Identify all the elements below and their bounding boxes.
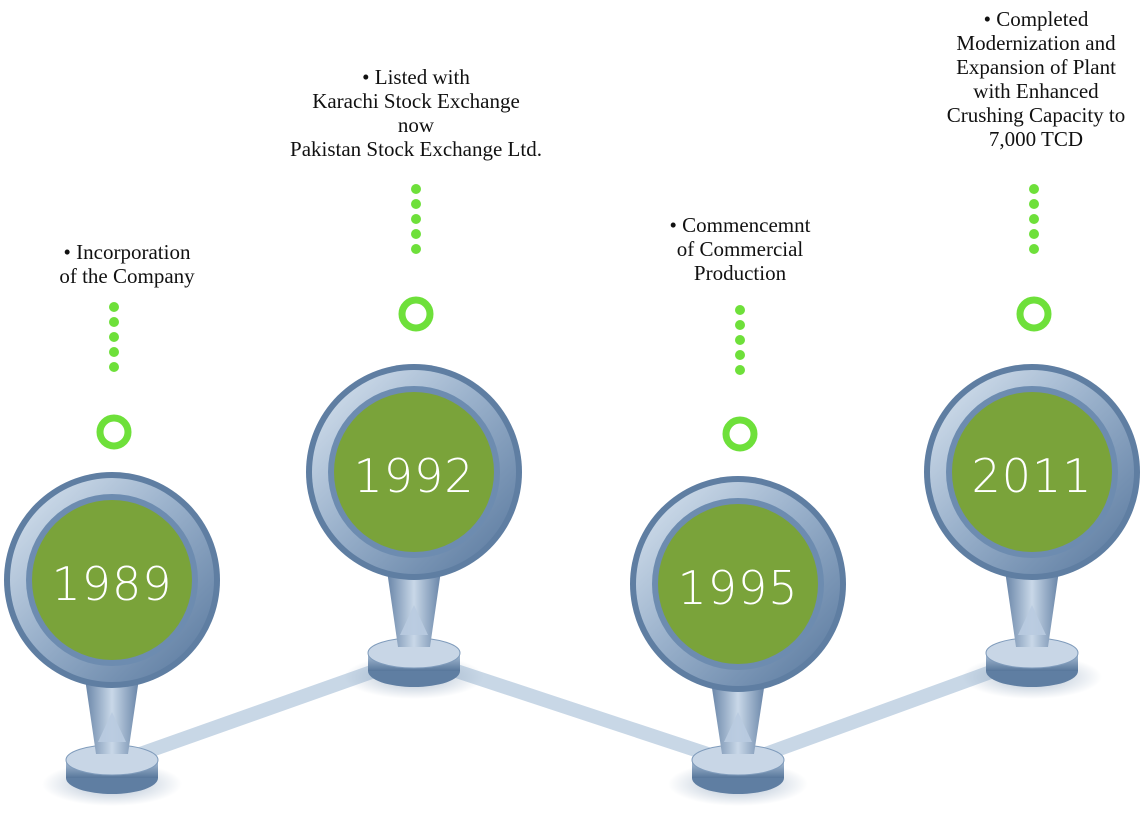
- year-label-1989: 1989: [51, 557, 173, 611]
- pin-stem-highlight: [98, 712, 126, 742]
- connector-dot: [109, 347, 119, 357]
- pin-stem-highlight: [1018, 605, 1046, 635]
- caption-line: Pakistan Stock Exchange Ltd.: [290, 137, 542, 161]
- caption-line: • Listed with: [362, 65, 470, 89]
- milestone-pin-2011: [924, 184, 1140, 699]
- connector-dot: [1029, 229, 1039, 239]
- caption-line: of Commercial: [676, 237, 804, 261]
- connector-dot: [411, 214, 421, 224]
- year-label-2011: 2011: [971, 449, 1093, 503]
- milestone-pin-1989: [4, 302, 220, 806]
- connector-dot: [1029, 184, 1039, 194]
- caption-line: 7,000 TCD: [988, 127, 1084, 151]
- year-disc: [658, 504, 818, 664]
- caption-line: Karachi Stock Exchange: [312, 89, 520, 113]
- connector-dot: [109, 362, 119, 372]
- connector-dot: [411, 244, 421, 254]
- connector-dot: [735, 350, 745, 360]
- pin-stem-highlight: [400, 605, 428, 635]
- year-disc: [952, 392, 1112, 552]
- milestone-pin-1992: [306, 184, 522, 699]
- year-disc: [32, 500, 192, 660]
- connector-dot: [411, 199, 421, 209]
- connector-dot: [109, 317, 119, 327]
- connector-dot: [411, 229, 421, 239]
- caption-line: Production: [693, 261, 787, 285]
- marker-ring-icon: [1016, 296, 1052, 332]
- marker-ring-icon: [722, 416, 758, 452]
- caption-line: Crushing Capacity to: [946, 103, 1126, 127]
- milestone-caption-1992: • Listed with Karachi Stock Exchange now…: [290, 65, 542, 161]
- milestone-caption-1995: • Commencemnt of Commercial Production: [670, 213, 811, 285]
- connector-dot: [109, 332, 119, 342]
- connector-dot: [735, 365, 745, 375]
- milestone-pin-1995: [630, 305, 846, 806]
- caption-line: • Completed: [983, 7, 1089, 31]
- caption-line: • Incorporation: [63, 240, 191, 264]
- year-disc: [334, 392, 494, 552]
- connector-dot: [735, 335, 745, 345]
- caption-line: Modernization and: [956, 31, 1116, 55]
- caption-line: of the Company: [59, 264, 195, 288]
- connector-dot: [1029, 199, 1039, 209]
- connector-dot: [411, 184, 421, 194]
- connector-dot: [1029, 214, 1039, 224]
- caption-line: Expansion of Plant: [956, 55, 1116, 79]
- milestone-caption-2011: • Completed Modernization and Expansion …: [947, 7, 1125, 151]
- marker-ring-icon: [398, 296, 434, 332]
- connector-dot: [735, 320, 745, 330]
- connector-dot: [1029, 244, 1039, 254]
- connector-dot: [109, 302, 119, 312]
- pin-stem-highlight: [724, 712, 752, 742]
- marker-ring-icon: [96, 414, 132, 450]
- caption-line: now: [397, 113, 435, 137]
- caption-line: • Commencemnt: [669, 213, 811, 237]
- caption-line: with Enhanced: [973, 79, 1099, 103]
- year-label-1992: 1992: [353, 449, 475, 503]
- connector-dot: [735, 305, 745, 315]
- milestone-caption-1989: • Incorporation of the Company: [59, 240, 194, 288]
- year-label-1995: 1995: [677, 561, 799, 615]
